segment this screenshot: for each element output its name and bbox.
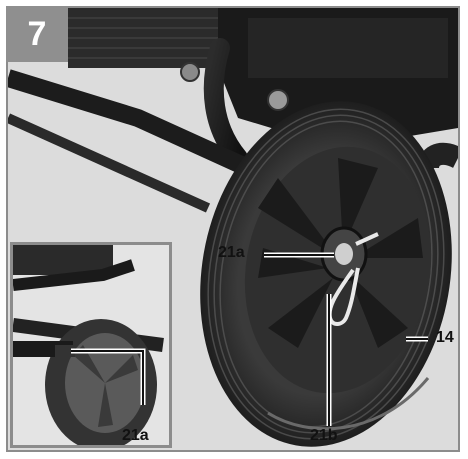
frame-tube bbox=[203, 38, 248, 168]
callout-clip: 21b bbox=[310, 427, 338, 444]
inset-axle-end bbox=[55, 345, 75, 357]
detail-inset bbox=[10, 242, 172, 448]
wheel-spokes bbox=[258, 158, 423, 348]
bolt-icon bbox=[180, 62, 200, 82]
bolt-icon bbox=[267, 89, 289, 111]
r-clip bbox=[327, 232, 379, 326]
callout-inset-axle-pin: 21a bbox=[122, 427, 149, 444]
frame-bar bbox=[8, 69, 252, 177]
axle-pin bbox=[335, 243, 353, 265]
callout-axle-pin: 21a bbox=[218, 244, 245, 261]
step-number-badge: 7 bbox=[6, 6, 68, 62]
inset-illustration bbox=[13, 245, 169, 445]
callout-wheel: 14 bbox=[436, 329, 454, 346]
